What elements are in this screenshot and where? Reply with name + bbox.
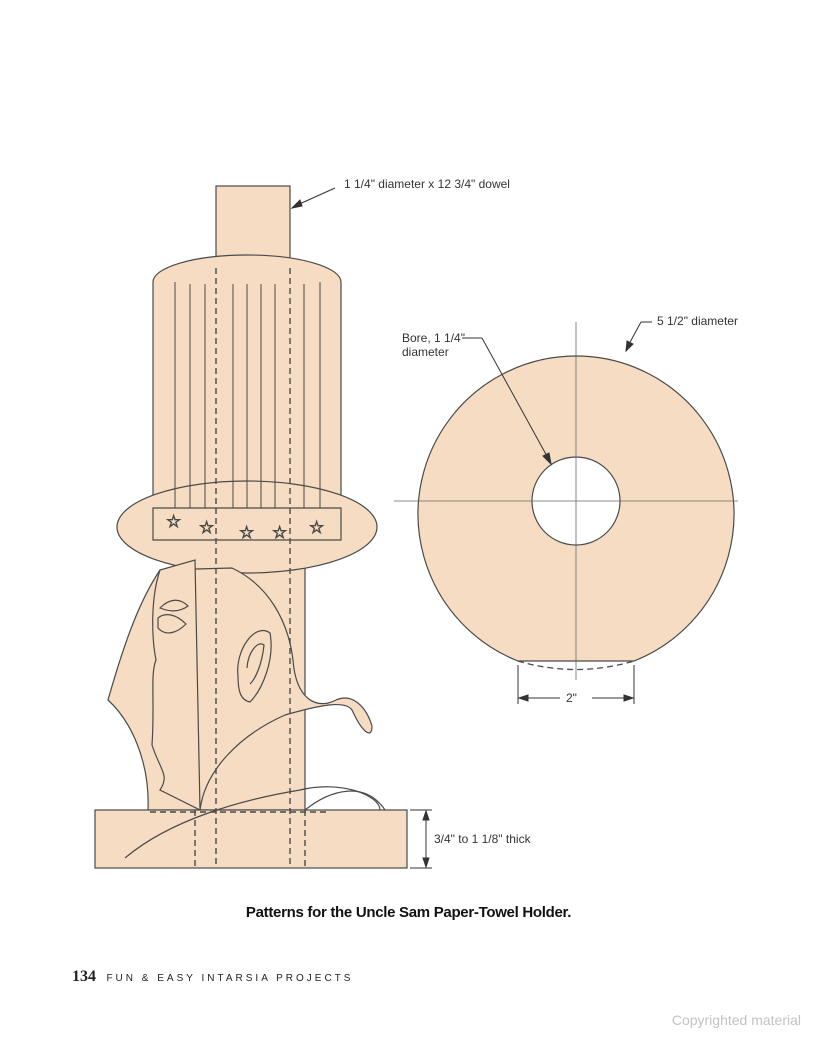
star-icon: ☆: [272, 523, 287, 543]
copyright-watermark: Copyrighted material: [671, 1012, 801, 1028]
uncle-sam-pattern: [94, 185, 408, 869]
page-footer: 134 FUN & EASY INTARSIA PROJECTS: [72, 968, 353, 986]
face-details: [157, 599, 272, 703]
hat-band: [152, 507, 342, 541]
diameter-leader: [625, 321, 652, 353]
bore-label-line2: diameter: [402, 345, 449, 359]
eyebrow: [158, 599, 189, 612]
star-icon: ☆: [166, 512, 181, 532]
star-icon: ☆: [239, 523, 254, 543]
base: [94, 809, 408, 869]
hat-band-stars: ☆ ☆ ☆ ☆ ☆: [166, 512, 325, 544]
bore-label: Bore, 1 1/4": [402, 331, 465, 345]
dowel-hidden-lines: [150, 268, 330, 868]
ear-inner: [246, 643, 265, 685]
thickness-label: 3/4" to 1 1/8" thick: [434, 832, 531, 846]
hat-stripes: [174, 282, 321, 508]
bore-leader: [462, 337, 552, 466]
book-title: FUN & EASY INTARSIA PROJECTS: [106, 973, 354, 984]
disk-pattern: [394, 322, 738, 680]
disk-flat-arc: [517, 660, 635, 671]
dowel-leader: [290, 187, 336, 209]
star-icon: ☆: [199, 518, 214, 538]
star-icon: ☆: [309, 518, 324, 538]
ear: [237, 630, 272, 703]
figure-caption: Patterns for the Uncle Sam Paper-Towel H…: [245, 904, 572, 921]
dowel-label: 1 1/4" diameter x 12 3/4" dowel: [344, 177, 510, 191]
flat-width-label: 2": [566, 691, 577, 705]
shoulder: [124, 786, 381, 859]
page-number: 134: [72, 968, 96, 985]
shoulder-curve: [304, 790, 386, 811]
thickness-dimension: [410, 809, 432, 869]
flat-width-dimension: [517, 665, 635, 704]
eye: [157, 614, 187, 634]
disk-diameter-label: 5 1/2" diameter: [657, 314, 738, 328]
